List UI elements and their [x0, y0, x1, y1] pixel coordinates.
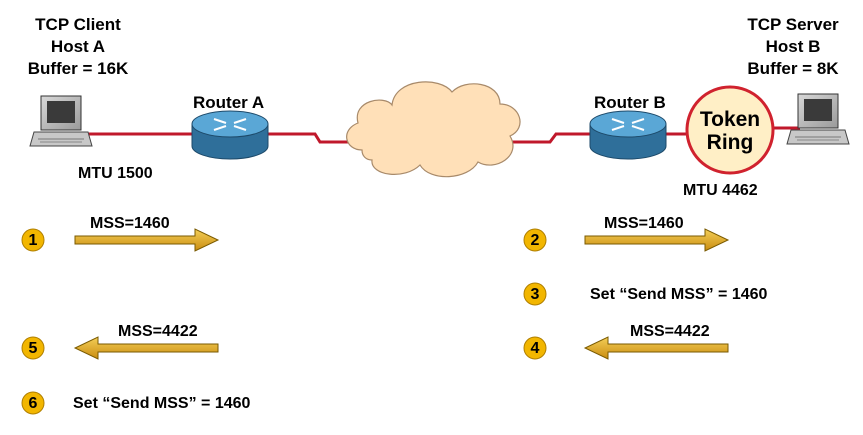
token-ring-label-line2: Ring	[706, 131, 754, 154]
step-number-5: 5	[28, 340, 38, 357]
host-b-title: TCP Server	[747, 15, 839, 34]
host-b-name: Host B	[765, 37, 821, 56]
step-badge-1	[21, 228, 45, 252]
host-b-buffer: Buffer = 8K	[747, 59, 839, 78]
step-number-1: 1	[28, 232, 38, 249]
step-arrows	[73, 228, 730, 360]
wan-cloud	[346, 81, 521, 178]
arrow-right-step-2	[584, 228, 730, 252]
host-a-buffer: Buffer = 16K	[27, 59, 129, 78]
step-number-2: 2	[530, 232, 540, 249]
arrow-left-step-4	[583, 336, 729, 360]
step-badge-4	[523, 336, 547, 360]
step-badge-5	[21, 336, 45, 360]
step-4-mss-label: MSS=4422	[630, 323, 710, 340]
step-1-mss-label: MSS=1460	[90, 215, 170, 232]
token-ring-label-line1: Token	[699, 108, 761, 131]
host-a-computer-icon	[29, 95, 93, 147]
step-badge-3	[523, 282, 547, 306]
step-badges	[21, 228, 547, 415]
step-badge-6	[21, 391, 45, 415]
step-2-mss-label: MSS=1460	[604, 215, 684, 232]
link-cloud-router-b	[510, 132, 592, 144]
arrow-left-step-5	[73, 336, 219, 360]
host-b-computer-icon	[786, 93, 850, 145]
step-6-set-send-mss: Set “Send MSS” = 1460	[73, 395, 251, 412]
host-b-mtu: MTU 4462	[683, 182, 758, 199]
host-a-title: TCP Client	[35, 15, 121, 34]
arrow-right-step-1	[74, 228, 220, 252]
step-number-4: 4	[530, 340, 540, 357]
token-ring-icon	[685, 85, 775, 175]
host-a-name: Host A	[50, 37, 106, 56]
link-router-a-cloud	[268, 132, 360, 144]
router-a-label: Router A	[193, 93, 265, 112]
step-number-6: 6	[28, 395, 38, 412]
router-b-label: Router B	[594, 93, 666, 112]
step-badge-2	[523, 228, 547, 252]
step-5-mss-label: MSS=4422	[118, 323, 198, 340]
host-a-mtu: MTU 1500	[78, 165, 153, 182]
router-b-icon	[589, 110, 667, 160]
network-links	[83, 126, 800, 144]
step-number-3: 3	[530, 286, 540, 303]
step-3-set-send-mss: Set “Send MSS” = 1460	[590, 286, 768, 303]
router-a-icon	[191, 110, 269, 160]
